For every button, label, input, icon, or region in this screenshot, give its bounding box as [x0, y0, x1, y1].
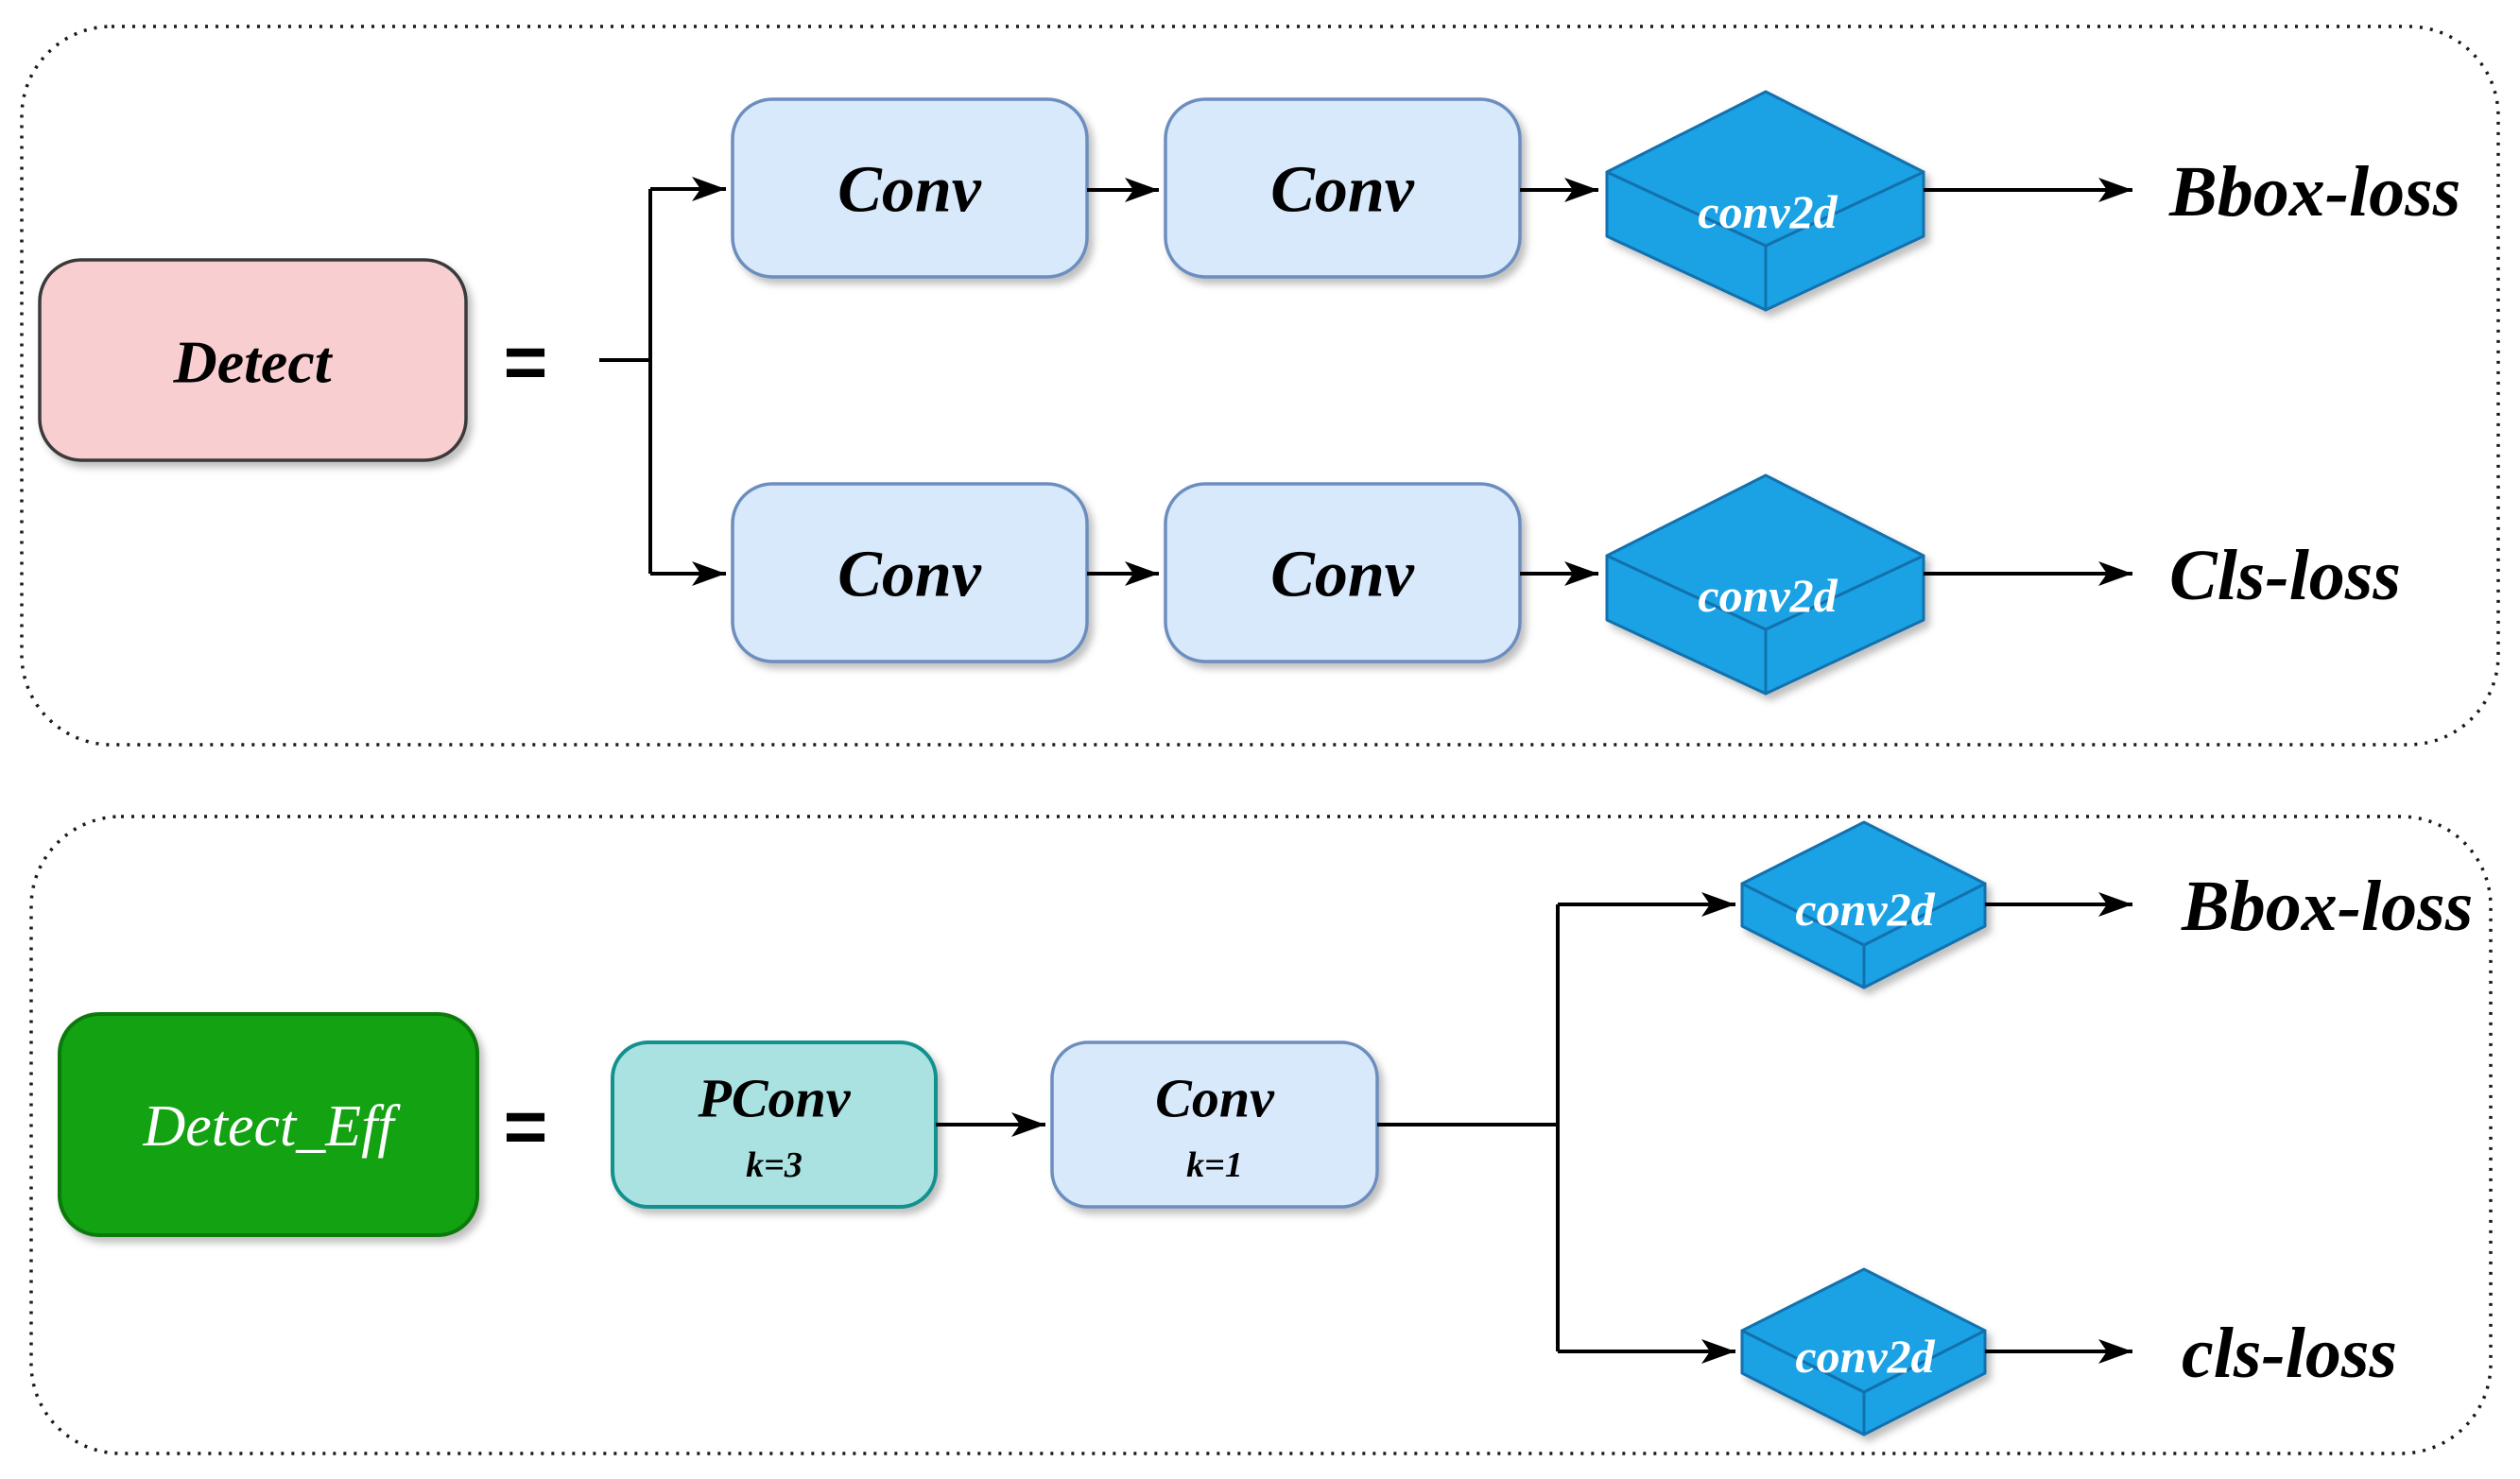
pconv-label: PConv — [697, 1068, 851, 1129]
cls-loss-label: cls-loss — [2182, 1314, 2397, 1393]
detect-eff-node — [58, 1012, 479, 1237]
conv2d-slab: conv2d — [1740, 820, 1987, 989]
conv-label: Conv — [837, 154, 982, 227]
conv-label: Conv — [1155, 1068, 1275, 1129]
bbox-loss-label: Bbox-loss — [2168, 152, 2460, 232]
bbox-loss-label: Bbox-loss — [2181, 867, 2473, 946]
bbox-branch: Conv Conv conv2d Bbox-loss — [731, 90, 2460, 312]
conv2d-label: conv2d — [1795, 883, 1935, 936]
pconv-kernel-label: k=3 — [746, 1145, 803, 1185]
conv2d-label: conv2d — [1698, 569, 1838, 622]
detect-eff-panel: Detect_Eff = PConv k=3 Conv k=1 conv2d B… — [29, 815, 2493, 1455]
equals-sign: = — [504, 320, 548, 404]
detect-eff-panel-border — [29, 815, 2493, 1455]
conv2d-label: conv2d — [1698, 185, 1838, 238]
conv2d-slab-top-face — [1605, 90, 1925, 248]
detect-panel-border — [20, 25, 2500, 747]
conv2d-slab-top-face — [1740, 1267, 1987, 1394]
conv-label: Conv — [837, 539, 982, 611]
conv2d-slab: conv2d — [1605, 90, 1925, 312]
detect-node-label: Detect — [173, 329, 334, 396]
equals-sign: = — [504, 1085, 548, 1169]
cls-branch: Conv Conv conv2d Cls-loss — [731, 473, 2401, 696]
conv-label: Conv — [1270, 154, 1415, 227]
detect-eff-node-label: Detect_Eff — [142, 1094, 401, 1159]
conv2d-slab-top-face — [1605, 473, 1925, 631]
conv2d-label: conv2d — [1795, 1330, 1935, 1383]
conv2d-slab: conv2d — [1740, 1267, 1987, 1436]
detect-panel: Detect = Conv Conv conv2d Bbox-loss — [20, 25, 2500, 747]
cls-loss-label: Cls-loss — [2169, 536, 2401, 615]
conv2d-slab: conv2d — [1605, 473, 1925, 696]
conv-label: Conv — [1270, 539, 1415, 611]
conv2d-slab-top-face — [1740, 820, 1987, 947]
detect-node — [38, 258, 468, 462]
conv-kernel-label: k=1 — [1186, 1145, 1243, 1185]
